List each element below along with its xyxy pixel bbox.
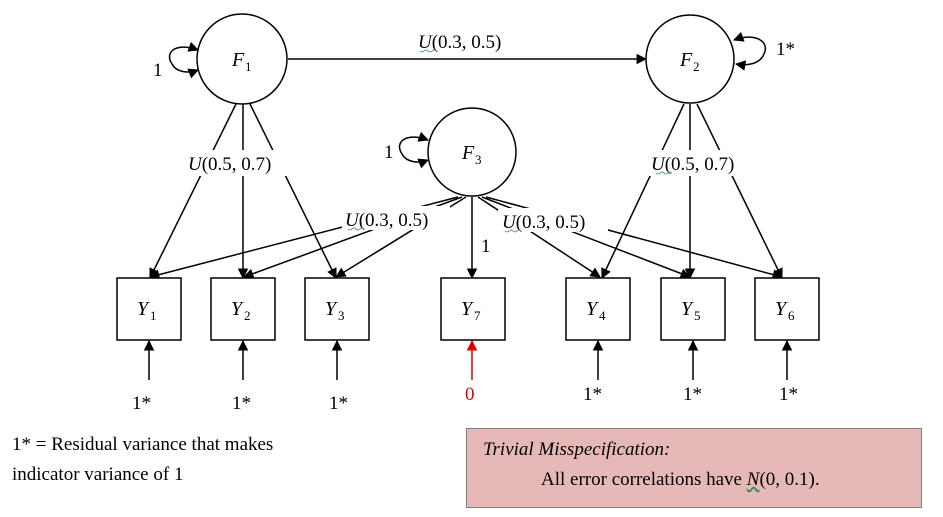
residual-variance-note: 1* = Residual variance that makes indica… bbox=[12, 430, 372, 490]
label-f3-left: U(0.3, 0.5) bbox=[345, 210, 428, 231]
misspecification-box: Trivial Misspecification: All error corr… bbox=[466, 428, 922, 508]
residual-label-y6: 1* bbox=[779, 384, 798, 405]
svg-text:2: 2 bbox=[244, 308, 251, 323]
residual-label-y7: 0 bbox=[465, 384, 475, 405]
svg-text:Y: Y bbox=[775, 298, 788, 320]
factor-f3: F 3 bbox=[427, 107, 517, 197]
residual-label-y5: 1* bbox=[683, 384, 702, 405]
variance-label-f2: 1* bbox=[776, 39, 795, 60]
svg-text:Y: Y bbox=[681, 298, 694, 320]
variance-label-f3: 1 bbox=[384, 142, 394, 163]
variance-loop-f2 bbox=[733, 31, 767, 71]
svg-text:Y: Y bbox=[586, 298, 599, 320]
residual-label-y3: 1* bbox=[329, 393, 348, 414]
loading-f1-y1 bbox=[149, 103, 237, 279]
svg-text:Y: Y bbox=[325, 298, 338, 320]
residual-label-y1: 1* bbox=[132, 393, 151, 414]
indicator-y1: Y 1 bbox=[116, 277, 182, 341]
svg-text:3: 3 bbox=[475, 152, 482, 167]
indicator-y6: Y 6 bbox=[754, 277, 820, 341]
svg-text:Y: Y bbox=[137, 298, 150, 320]
loading-f2-y4 bbox=[601, 103, 685, 279]
residual-label-y4: 1* bbox=[583, 384, 602, 405]
svg-text:1: 1 bbox=[150, 308, 157, 323]
svg-text:1: 1 bbox=[245, 59, 252, 74]
variance-loop-f1 bbox=[168, 41, 199, 79]
loading-f2-y6 bbox=[696, 103, 783, 279]
indicator-y7: Y 7 bbox=[440, 277, 506, 341]
indicator-y5: Y 5 bbox=[660, 277, 726, 341]
svg-text:5: 5 bbox=[694, 308, 701, 323]
residual-label-y2: 1* bbox=[232, 393, 251, 414]
variance-loop-f3 bbox=[398, 131, 429, 169]
factor-f2: F 2 bbox=[645, 14, 735, 104]
svg-text:Y: Y bbox=[461, 298, 474, 320]
variance-label-f1: 1 bbox=[153, 60, 163, 81]
indicator-y4: Y 4 bbox=[565, 277, 631, 341]
label-f1-loadings: U(0.5, 0.7) bbox=[188, 154, 271, 175]
svg-text:F: F bbox=[461, 142, 475, 164]
note-line-2: indicator variance of 1 bbox=[12, 464, 184, 485]
svg-text:Y: Y bbox=[231, 298, 244, 320]
svg-text:2: 2 bbox=[693, 59, 700, 74]
note-line-1: 1* = Residual variance that makes bbox=[12, 434, 274, 455]
label-f1-f2: U(0.3, 0.5) bbox=[418, 32, 501, 53]
label-f2-loadings: U(0.5, 0.7) bbox=[651, 154, 734, 175]
loading-f1-y3 bbox=[249, 103, 337, 279]
svg-text:3: 3 bbox=[338, 308, 345, 323]
factor-f1: F 1 bbox=[196, 13, 288, 105]
label-f3-y7: 1 bbox=[481, 236, 491, 257]
indicator-y3: Y 3 bbox=[304, 277, 370, 341]
label-f3-right: U(0.3, 0.5) bbox=[502, 212, 585, 233]
svg-text:7: 7 bbox=[474, 308, 481, 323]
svg-text:6: 6 bbox=[788, 308, 795, 323]
svg-text:F: F bbox=[231, 49, 245, 71]
indicator-y2: Y 2 bbox=[210, 277, 276, 341]
svg-text:F: F bbox=[679, 49, 693, 71]
misspecification-body: All error correlations have N(0, 0.1). bbox=[541, 469, 820, 490]
misspecification-title: Trivial Misspecification: bbox=[483, 439, 671, 460]
svg-text:4: 4 bbox=[599, 308, 606, 323]
